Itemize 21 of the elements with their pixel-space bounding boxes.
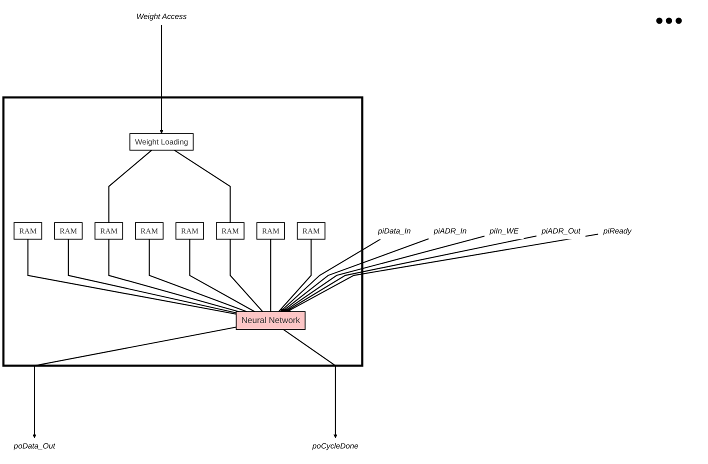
connector: [189, 240, 255, 313]
arrow: [285, 236, 537, 312]
arrow: [286, 234, 598, 312]
connector: [108, 240, 239, 313]
node-box: Neural Network: [236, 312, 306, 330]
arrow: [280, 239, 381, 312]
cluster: [2, 96, 364, 368]
arrow: [284, 236, 485, 312]
connector: [68, 240, 236, 314]
connector: [27, 240, 236, 316]
arrow: [283, 330, 338, 439]
ellipsis-mark: •••: [654, 8, 686, 34]
connector: [278, 240, 312, 312]
arrow: [160, 25, 164, 134]
arrow: [32, 327, 236, 439]
connector: [230, 240, 264, 312]
connector: [108, 150, 152, 224]
connector: [148, 240, 247, 313]
connector: [174, 150, 231, 224]
arrow: [282, 238, 429, 312]
connector: [270, 240, 272, 312]
